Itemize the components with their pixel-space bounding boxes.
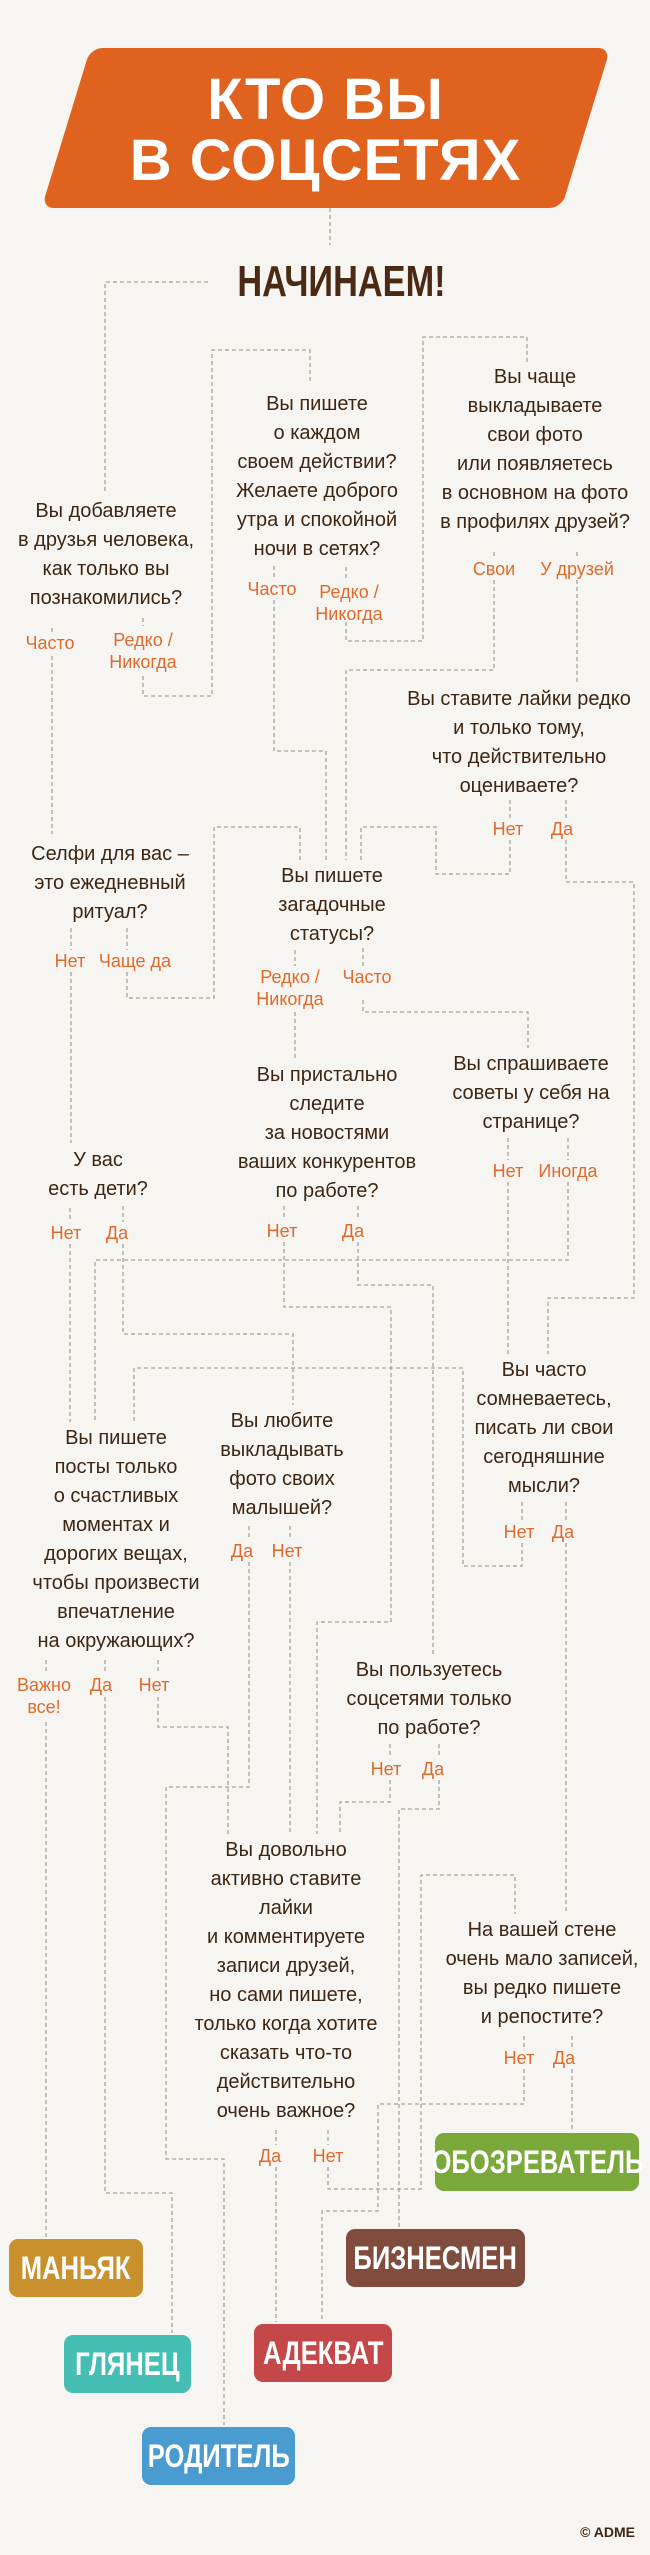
answer-label: Редко / Никогда bbox=[256, 967, 324, 1009]
question-rare-likes: Вы ставите лайки редко и только тому, чт… bbox=[407, 688, 631, 797]
answer-label: Да bbox=[421, 1759, 445, 1779]
answer-label: Да bbox=[105, 1223, 129, 1243]
connector bbox=[94, 1138, 569, 1422]
answer-label: Нет bbox=[271, 1541, 303, 1561]
answer-label: Да bbox=[89, 1675, 113, 1695]
result-parent: РОДИТЕЛЬ bbox=[142, 2427, 295, 2485]
connector bbox=[133, 1367, 523, 1567]
connector bbox=[104, 1660, 173, 2333]
answer-label: Иногда bbox=[538, 1161, 598, 1181]
result-label: БИЗНЕСМЕН bbox=[353, 2239, 518, 2276]
question-every-action: Вы пишете о каждом своем действии? Желае… bbox=[235, 393, 399, 560]
answer-label: Нет bbox=[503, 1522, 535, 1542]
question-work-only: Вы пользуетесь соцсетями только по работ… bbox=[346, 1659, 512, 1739]
result-adequate: АДЕКВАТ bbox=[254, 2324, 392, 2382]
connector bbox=[357, 1206, 434, 1655]
result-gloss: ГЛЯНЕЦ bbox=[64, 2335, 191, 2393]
question-few-posts: На вашей стене очень мало записей, вы ре… bbox=[445, 1919, 639, 2028]
start-label: НАЧИНАЕМ! bbox=[208, 260, 445, 304]
result-businessman: БИЗНЕСМЕН bbox=[346, 2229, 525, 2287]
connector bbox=[339, 1744, 391, 1834]
connector bbox=[157, 1660, 229, 1834]
title-line-2: В СОЦСЕТЯХ bbox=[129, 128, 522, 193]
connector bbox=[122, 1206, 294, 1405]
answer-label: Редко / Никогда bbox=[109, 630, 177, 672]
answer-label: Да bbox=[551, 1522, 575, 1542]
connector bbox=[327, 1874, 516, 2190]
answer-label: Да bbox=[550, 819, 574, 839]
answer-label: У друзей bbox=[540, 559, 614, 579]
answer-label: Нет bbox=[492, 1161, 524, 1181]
answer-label: Чаще да bbox=[98, 951, 172, 971]
copyright: © ADME bbox=[580, 2524, 635, 2540]
answer-label: Часто bbox=[342, 967, 392, 987]
answer-label: Нет bbox=[50, 1223, 82, 1243]
result-maniac: МАНЬЯК bbox=[9, 2239, 143, 2297]
answer-label: Да bbox=[258, 2146, 282, 2166]
connector bbox=[345, 336, 528, 642]
question-mysterious-statuses: Вы пишете загадочные статусы? bbox=[278, 865, 386, 945]
answer-label: Нет bbox=[503, 2048, 535, 2068]
answer-label: Нет bbox=[492, 819, 524, 839]
connector bbox=[360, 800, 511, 875]
connector bbox=[398, 1744, 440, 2227]
connector bbox=[165, 1526, 250, 2425]
question-competitors: Вы пристально следите за новостями ваших… bbox=[237, 1064, 417, 1202]
question-baby-photos: Вы любите выкладывать фото своих малышей… bbox=[220, 1410, 344, 1519]
question-selfie: Селфи для вас – это ежедневный ритуал? bbox=[31, 843, 189, 923]
answer-label: Важно все! bbox=[16, 1675, 71, 1717]
connector bbox=[345, 552, 495, 860]
result-label: ОБОЗРЕВАТЕЛЬ bbox=[431, 2143, 643, 2180]
connector bbox=[547, 800, 635, 1354]
start-text: НАЧИНАЕМ! bbox=[237, 257, 446, 306]
question-doubt-posting: Вы часто сомневаетесь, писать ли свои се… bbox=[474, 1359, 614, 1497]
question-active-likes: Вы довольно активно ставите лайки и комм… bbox=[194, 1839, 378, 2122]
connector bbox=[362, 948, 529, 1048]
answer-label: Нет bbox=[312, 2146, 344, 2166]
answer-label: Свои bbox=[472, 559, 516, 579]
connector bbox=[283, 1206, 392, 1834]
connector bbox=[321, 2036, 525, 2322]
connector bbox=[142, 349, 311, 697]
answer-label: Редко / Никогда bbox=[315, 582, 383, 624]
question-children: У вас есть дети? bbox=[48, 1149, 148, 1200]
answer-label: Нет bbox=[370, 1759, 402, 1779]
question-add-friends: Вы добавляете в друзья человека, как тол… bbox=[17, 500, 194, 609]
answer-label: Да bbox=[341, 1221, 365, 1241]
answer-label: Нет bbox=[138, 1675, 170, 1695]
connector bbox=[126, 826, 301, 999]
answer-label: Часто bbox=[25, 633, 75, 653]
title-line-1: КТО ВЫ bbox=[207, 67, 444, 132]
answer-label: Нет bbox=[266, 1221, 298, 1241]
result-label: ГЛЯНЕЦ bbox=[75, 2345, 180, 2382]
question-own-photos: Вы чаще выкладываете свои фото или появл… bbox=[440, 366, 630, 533]
result-label: РОДИТЕЛЬ bbox=[147, 2437, 290, 2474]
connector bbox=[273, 566, 327, 860]
result-label: АДЕКВАТ bbox=[262, 2334, 384, 2371]
answer-label: Да bbox=[230, 1541, 254, 1561]
answer-label: Да bbox=[552, 2048, 576, 2068]
answer-label: Часто bbox=[247, 579, 297, 599]
question-happy-posts: Вы пишете посты только о счастливых моме… bbox=[32, 1427, 200, 1652]
question-ask-advice: Вы спрашиваете советы у себя на странице… bbox=[452, 1053, 610, 1133]
result-label: МАНЬЯК bbox=[21, 2249, 131, 2286]
result-observer: ОБОЗРЕВАТЕЛЬ bbox=[431, 2133, 643, 2191]
answer-label: Нет bbox=[54, 951, 86, 971]
